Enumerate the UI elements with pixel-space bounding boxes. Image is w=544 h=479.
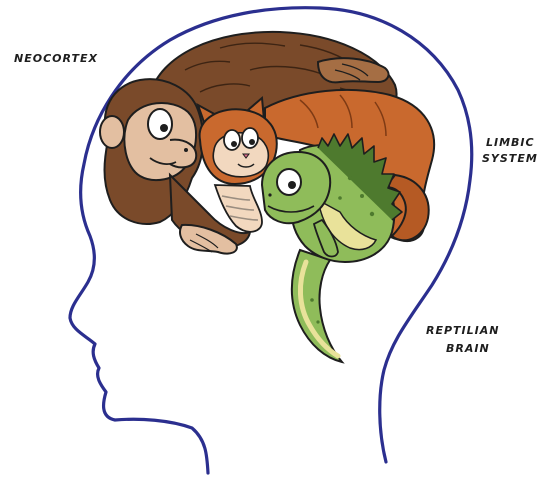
monkey-pupil — [160, 124, 168, 132]
label-neocortex: NEOCORTEX — [14, 52, 98, 65]
lizard-eye — [277, 169, 301, 195]
monkey-ear — [100, 116, 124, 148]
lizard-pupil — [288, 181, 296, 189]
lizard-tail — [292, 250, 342, 362]
monkey-eye — [148, 109, 172, 139]
label-reptilian-line1: REPTILIAN — [426, 324, 499, 337]
monkey-hand-top — [318, 58, 389, 82]
label-limbic-line1: LIMBIC — [486, 136, 535, 149]
cat-eye-right — [242, 128, 258, 148]
label-limbic-line2: SYSTEM — [482, 152, 538, 165]
lizard-illustration — [262, 134, 402, 362]
label-reptilian-line2: BRAIN — [446, 342, 490, 355]
cat-eye-left — [224, 130, 240, 150]
